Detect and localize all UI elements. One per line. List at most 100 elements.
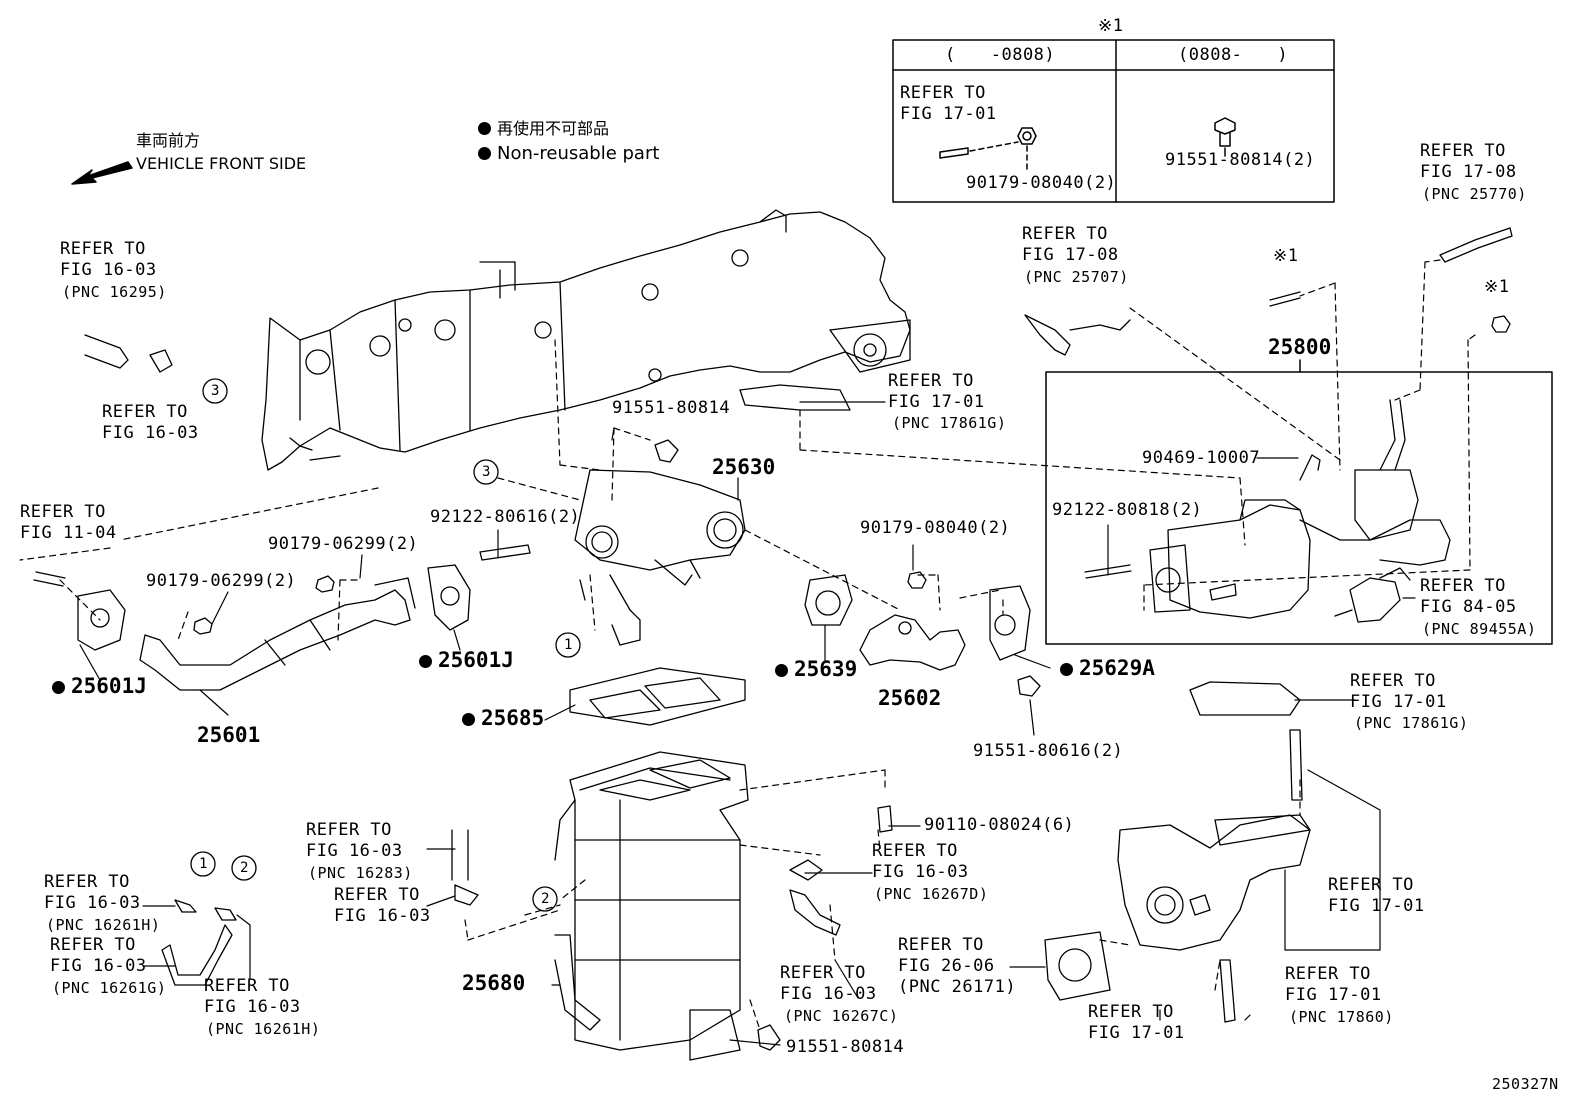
part-number: 92122-80818(2)	[1052, 500, 1203, 520]
refer-label: REFER TO	[334, 885, 420, 905]
part-number-25629A: 25629A	[1060, 658, 1155, 679]
part-number-25601J: 25601J	[52, 676, 147, 697]
part-number: 91551-80616(2)	[973, 741, 1124, 761]
gaskets-drawing	[77, 384, 1301, 1001]
vehicle-front-en-label: VEHICLE FRONT SIDE	[136, 154, 307, 173]
leader-lines	[19, 259, 1476, 1031]
vehicle-front-arrow-icon	[71, 161, 133, 185]
refer-pnc: (PNC 17861G)	[1354, 714, 1469, 732]
nonreusable-dot-icon	[1060, 663, 1073, 676]
refer-pnc: (PNC 16267C)	[784, 1007, 899, 1025]
part-number-25601: 25601	[197, 723, 261, 747]
inset-col2-part: 91551-80814(2)	[1165, 150, 1316, 170]
refer-fig: FIG 16-03	[102, 423, 199, 443]
part-number-25685: 25685	[462, 708, 544, 729]
part-number-text: 25601J	[71, 674, 147, 698]
refer-pnc: (PNC 16283)	[308, 864, 413, 882]
refer-label: REFER TO	[1328, 875, 1414, 895]
refer-label: REFER TO	[50, 935, 136, 955]
refer-pnc: (PNC 16267D)	[874, 885, 989, 903]
refer-fig: FIG 11-04	[20, 523, 117, 543]
callout-number: 3	[482, 464, 491, 480]
part-number-text: 25685	[481, 706, 545, 730]
refer-fig: FIG 16-03	[334, 906, 431, 926]
refer-label: REFER TO	[780, 963, 866, 983]
nonreusable-dot-icon	[462, 713, 475, 726]
refer-fig: FIG 16-03	[204, 997, 301, 1017]
refer-pnc: (PNC 16261H)	[206, 1020, 321, 1038]
nonreusable-dot-icon	[419, 655, 432, 668]
refer-fig: FIG 16-03	[306, 841, 403, 861]
refer-fig: FIG 16-03	[60, 260, 157, 280]
refer-fig: FIG 17-01	[888, 392, 985, 412]
nonreusable-dot-icon	[478, 122, 491, 135]
part-number-text: 25639	[794, 657, 858, 681]
refer-pnc: (PNC 16261G)	[52, 979, 167, 997]
solid-leaders	[79, 401, 1416, 1046]
egr-assembly-box	[1045, 371, 1553, 645]
inset-col2-header: (0808- )	[1178, 45, 1289, 65]
part-number: 91551-80814	[612, 398, 731, 418]
refer-fig: FIG 84-05	[1420, 597, 1517, 617]
callout-number: 3	[211, 383, 220, 399]
refer-label: REFER TO	[44, 872, 130, 892]
refer-label: REFER TO	[20, 502, 106, 522]
refer-label: REFER TO	[1022, 224, 1108, 244]
nonreusable-dot-icon	[52, 681, 65, 694]
intake-manifold-drawing	[261, 209, 911, 471]
refer-pnc: (PNC 26171)	[898, 977, 1017, 997]
part-number-25639: 25639	[775, 659, 857, 680]
part-number-text: 25601J	[438, 648, 514, 672]
inset-col1-fig: FIG 17-01	[900, 104, 997, 124]
refer-label: REFER TO	[60, 239, 146, 259]
part-number-25800: 25800	[1268, 335, 1332, 359]
inset-mark: ※1	[1098, 16, 1124, 36]
refer-pnc: (PNC 25770)	[1422, 185, 1527, 203]
callout-number: 1	[564, 637, 573, 653]
refer-label: REFER TO	[1420, 576, 1506, 596]
gasket-25685-drawing	[569, 667, 746, 726]
refer-fig: FIG 16-03	[780, 984, 877, 1004]
callout-number: 2	[240, 860, 249, 876]
legend-en: Non-reusable part	[478, 143, 659, 164]
refer-fig: FIG 17-01	[1328, 896, 1425, 916]
mark-label: ※1	[1484, 277, 1510, 297]
nonreusable-dot-icon	[478, 147, 491, 160]
refer-fig: FIG 16-03	[50, 956, 147, 976]
refer-label: REFER TO	[1285, 964, 1371, 984]
egr-pipe-25601-drawing	[139, 577, 416, 691]
figure-id: 250327N	[1492, 1075, 1559, 1093]
refer-fig: FIG 17-01	[1285, 985, 1382, 1005]
refer-fig: FIG 16-03	[44, 893, 141, 913]
egr-pipe-25602-drawing	[859, 614, 966, 671]
refer-label: REFER TO	[1420, 141, 1506, 161]
nonreusable-dot-icon	[775, 664, 788, 677]
callout-number: 1	[199, 856, 208, 872]
part-number-25680: 25680	[462, 971, 526, 995]
part-number: 90179-06299(2)	[268, 534, 419, 554]
refer-fig: FIG 17-08	[1420, 162, 1517, 182]
inset-table	[892, 39, 1335, 203]
refer-pnc: (PNC 25707)	[1024, 268, 1129, 286]
refer-label: REFER TO	[102, 402, 188, 422]
part-number: 90179-06299(2)	[146, 571, 297, 591]
part-number-25601J: 25601J	[419, 650, 514, 671]
refer-fig: FIG 16-03	[872, 862, 969, 882]
egr-valve-drawing	[1149, 399, 1451, 623]
refer-label: REFER TO	[898, 935, 984, 955]
part-number-25630: 25630	[712, 455, 776, 479]
refer-fig: FIG 17-08	[1022, 245, 1119, 265]
legend-en-text: Non-reusable part	[497, 143, 660, 164]
inset-col1-header: ( -0808)	[945, 45, 1056, 65]
refer-label: REFER TO	[888, 371, 974, 391]
refer-fig: FIG 17-01	[1088, 1023, 1185, 1043]
part-number: 90179-08040(2)	[860, 518, 1011, 538]
refer-pnc: (PNC 89455A)	[1422, 620, 1537, 638]
part-number-25602: 25602	[878, 686, 942, 710]
legend-jp: 再使用不可部品	[478, 118, 609, 139]
refer-pnc: (PNC 17861G)	[892, 414, 1007, 432]
part-number: 91551-80814	[786, 1037, 905, 1057]
throttle-body-drawing	[574, 469, 746, 646]
